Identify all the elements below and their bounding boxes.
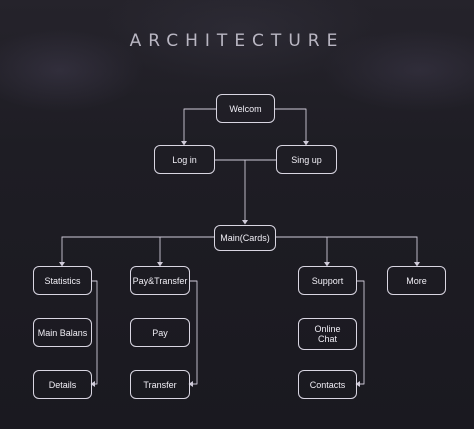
arrow-more bbox=[414, 262, 420, 267]
arrow-main bbox=[242, 220, 248, 225]
node-online-chat: Online Chat bbox=[298, 318, 357, 350]
arrow-statistics bbox=[59, 262, 65, 267]
arrow-signup bbox=[303, 141, 309, 146]
node-details: Details bbox=[33, 370, 92, 399]
node-transfer: Transfer bbox=[130, 370, 190, 399]
node-statistics: Statistics bbox=[33, 266, 92, 295]
node-main-balans: Main Balans bbox=[33, 318, 92, 347]
node-more: More bbox=[387, 266, 446, 295]
diagram-title: ARCHITECTURE bbox=[129, 31, 345, 51]
node-login: Log in bbox=[154, 145, 215, 174]
arrow-transfer bbox=[188, 381, 193, 387]
connector-paytransfer-transfer bbox=[189, 280, 198, 385]
node-pay: Pay bbox=[130, 318, 190, 347]
connector-welcom-login bbox=[183, 108, 217, 145]
arrow-support bbox=[324, 262, 330, 267]
node-contacts: Contacts bbox=[298, 370, 357, 399]
node-support: Support bbox=[298, 266, 357, 295]
arrow-login bbox=[181, 141, 187, 146]
node-welcom: Welcom bbox=[216, 94, 275, 123]
connector-support-contacts bbox=[356, 280, 365, 385]
node-main-cards: Main(Cards) bbox=[214, 225, 276, 251]
arrow-contacts bbox=[355, 381, 360, 387]
connector-statistics-details bbox=[91, 280, 98, 385]
arrow-details bbox=[90, 381, 95, 387]
arrow-paytransfer bbox=[157, 262, 163, 267]
node-pay-transfer: Pay&Transfer bbox=[130, 266, 190, 295]
connector-welcom-signup bbox=[274, 108, 307, 145]
node-signup: Sing up bbox=[276, 145, 337, 174]
